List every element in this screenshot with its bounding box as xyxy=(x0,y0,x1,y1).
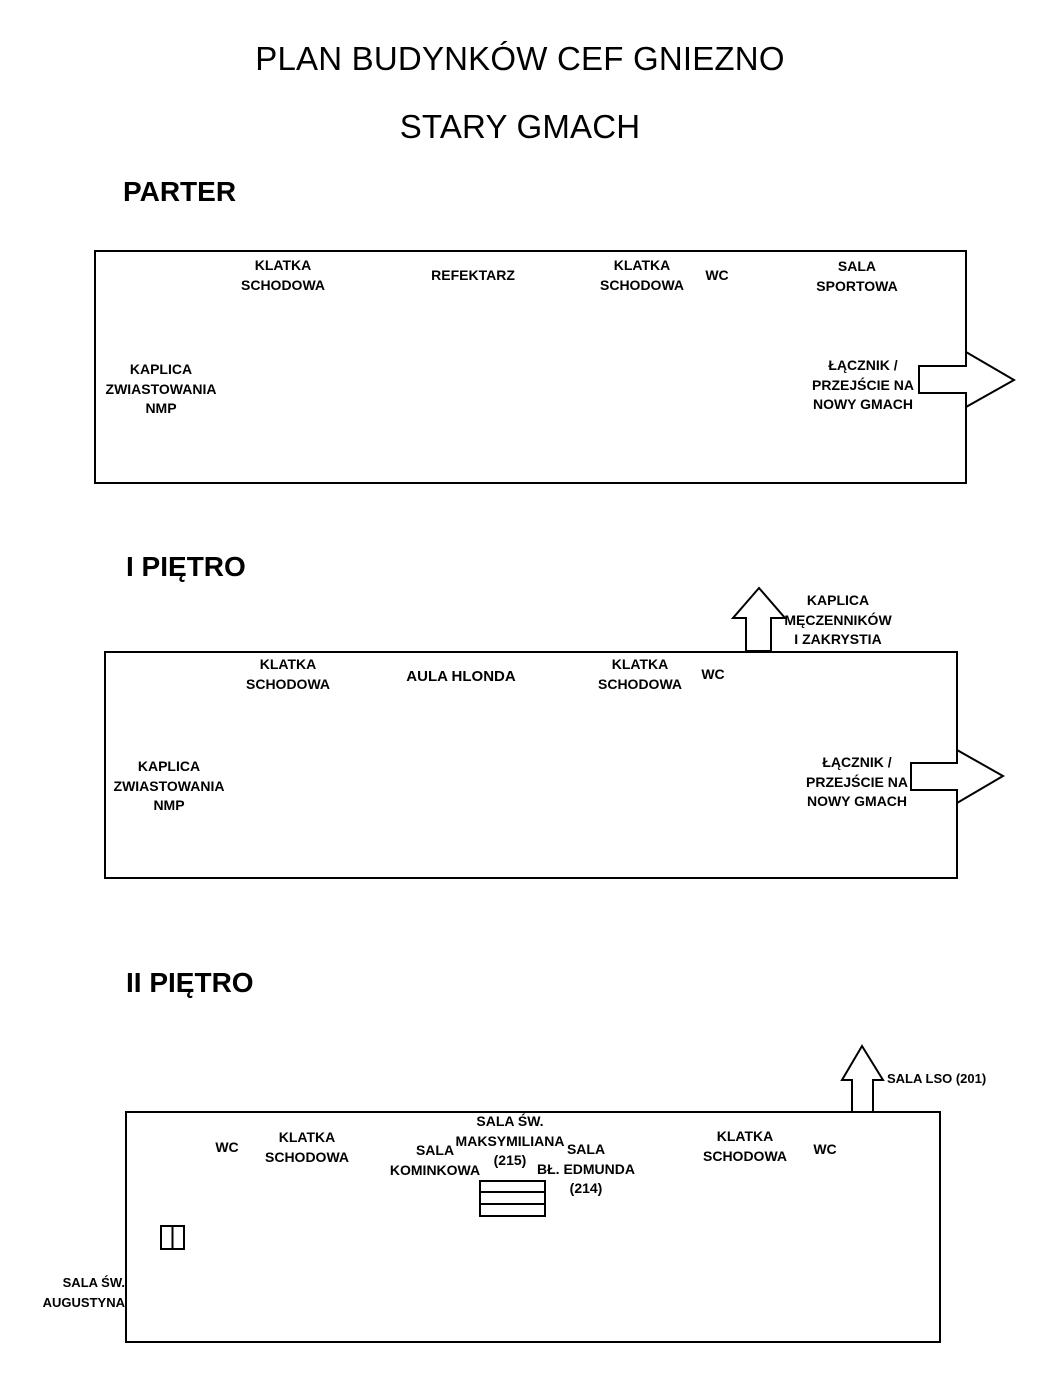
label-sala-maksymiliana: SALA ŚW. MAKSYMILIANA (215) xyxy=(455,1113,565,1168)
label-kaplica-zwiastowania: KAPLICA ZWIASTOWANIA NMP xyxy=(113,758,225,813)
door-icon xyxy=(160,1225,185,1250)
label-wc-left: WC xyxy=(215,1139,239,1155)
arrow-up-icon xyxy=(840,1044,885,1114)
page-subtitle: STARY GMACH xyxy=(399,108,641,145)
arrow-right-icon xyxy=(918,350,1017,409)
label-klatka-schodowa-left: KLATKA SCHODOWA xyxy=(265,1129,349,1165)
label-kaplica-zwiastowania: KAPLICA ZWIASTOWANIA NMP xyxy=(105,361,217,416)
stairs-icon xyxy=(479,1180,546,1217)
arrow-up-icon xyxy=(730,586,788,652)
floor-title-parter: PARTER xyxy=(123,176,237,207)
floor-plan-pietro-1 xyxy=(104,651,958,879)
label-aula-hlonda: AULA HLONDA xyxy=(406,668,516,685)
label-sala-lso: SALA LSO (201) xyxy=(887,1071,987,1086)
label-klatka-schodowa-right: KLATKA SCHODOWA xyxy=(600,257,684,293)
label-sala-augustyna: SALA ŚW. AUGUSTYNA xyxy=(42,1275,125,1310)
label-wc-right: WC xyxy=(813,1141,837,1157)
label-klatka-schodowa-right: KLATKA SCHODOWA xyxy=(598,656,682,692)
label-lacznik: ŁĄCZNIK / PRZEJŚCIE NA NOWY GMACH xyxy=(812,357,914,412)
label-sala-kominkowa: SALA KOMINKOWA xyxy=(389,1142,481,1178)
floor-title-pietro-2: II PIĘTRO xyxy=(126,967,254,998)
floor-plan-parter xyxy=(94,250,967,484)
floor-title-pietro-1: I PIĘTRO xyxy=(126,551,246,582)
label-klatka-schodowa-left: KLATKA SCHODOWA xyxy=(246,656,330,692)
label-klatka-schodowa-right: KLATKA SCHODOWA xyxy=(703,1128,787,1164)
page-title: PLAN BUDYNKÓW CEF GNIEZNO xyxy=(255,40,785,77)
arrow-right-icon xyxy=(910,748,1006,805)
label-sala-sportowa: SALA SPORTOWA xyxy=(816,258,898,294)
label-wc: WC xyxy=(705,267,729,283)
label-lacznik: ŁĄCZNIK / PRZEJŚCIE NA NOWY GMACH xyxy=(806,754,908,809)
label-refektarz: REFEKTARZ xyxy=(431,267,515,283)
label-sala-edmunda: SALA BŁ. EDMUNDA (214) xyxy=(537,1141,635,1196)
label-kaplica-meczennikow: KAPLICA MĘCZENNIKÓW I ZAKRYSTIA xyxy=(784,592,892,647)
label-klatka-schodowa-left: KLATKA SCHODOWA xyxy=(241,257,325,293)
label-wc: WC xyxy=(701,666,725,682)
floor-plan-pietro-2 xyxy=(125,1111,941,1343)
